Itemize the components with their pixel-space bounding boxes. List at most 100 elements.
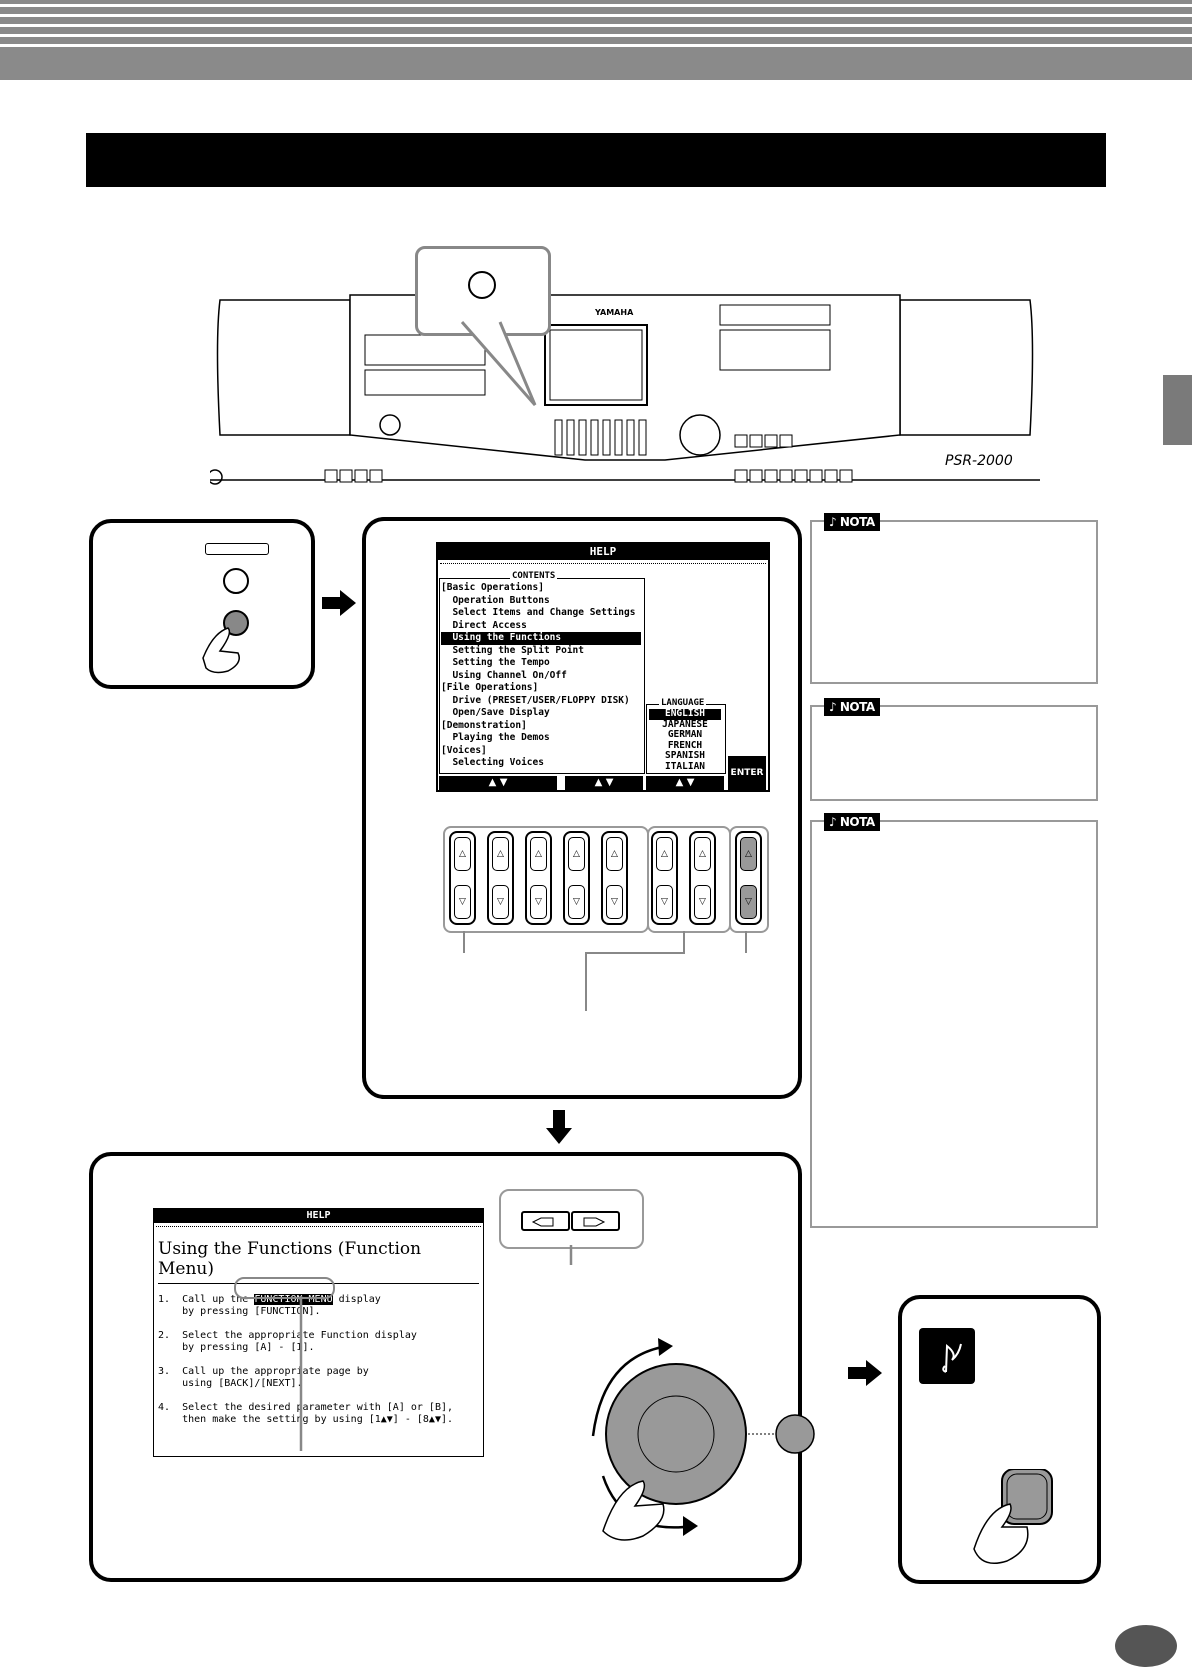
contents-panel: CONTENTS [Basic Operations] Operation Bu… (439, 571, 645, 774)
down-arrow-icon[interactable]: ▽ (492, 885, 509, 919)
contents-item[interactable]: [File Operations] (441, 682, 539, 693)
down-arrow-icon[interactable]: ▽ (530, 885, 547, 919)
enter-button[interactable]: ENTER (728, 756, 766, 790)
step3-box: HELP Using the Functions (Function Menu)… (89, 1152, 815, 1582)
up-arrow-icon[interactable]: △ (492, 837, 509, 871)
help-detail-screen: HELP Using the Functions (Function Menu)… (153, 1208, 484, 1457)
pressing-finger-icon-2 (973, 1503, 1029, 1564)
language-item[interactable]: JAPANESE (662, 718, 708, 730)
step4-box (898, 1295, 1101, 1584)
updown-button-8[interactable]: △▽ (735, 831, 762, 925)
next-button[interactable] (571, 1211, 620, 1231)
header-band (0, 0, 1192, 80)
language-item[interactable]: GERMAN (667, 729, 703, 741)
down-arrow-icon[interactable]: ▽ (454, 885, 471, 919)
button-group-8 (729, 826, 769, 933)
step-number: 2. (158, 1330, 171, 1341)
help-icon (919, 1328, 975, 1384)
contents-item[interactable]: Playing the Demos (441, 732, 550, 743)
button-icon[interactable] (223, 568, 249, 594)
help-screen: HELP CONTENTS [Basic Operations] Operati… (436, 542, 770, 792)
updown-button-3[interactable]: △▽ (525, 831, 552, 925)
exit-button (1001, 1469, 1053, 1525)
note-box-3: ♪ NOTA (810, 813, 1098, 1228)
updown-button-2[interactable]: △▽ (487, 831, 514, 925)
updown-button-4[interactable]: △▽ (563, 831, 590, 925)
up-arrow-icon[interactable]: △ (656, 837, 673, 871)
note-box-2: ♪ NOTA (810, 698, 1098, 801)
contents-item[interactable]: [Demonstration] (441, 719, 527, 731)
bottom-button-2[interactable]: ▲ ▼ (565, 776, 643, 790)
contents-item[interactable]: Using the Functions (441, 632, 641, 645)
step-text: then make the setting by using [1▲▼] - [… (182, 1413, 454, 1425)
contents-item[interactable]: Open/Save Display (441, 707, 550, 718)
back-next-group (499, 1189, 644, 1249)
updown-button-1[interactable]: △▽ (449, 831, 476, 925)
updown-button-5[interactable]: △▽ (601, 831, 628, 925)
down-arrow-icon[interactable]: ▽ (694, 885, 711, 919)
contents-item[interactable]: Using Channel On/Off (441, 669, 567, 681)
language-item[interactable]: ENGLISH (649, 708, 721, 720)
up-arrow-icon[interactable]: △ (740, 837, 757, 871)
down-arrow-icon[interactable]: ▽ (568, 885, 585, 919)
help-detail-heading: Using the Functions (Function Menu) (158, 1239, 422, 1279)
contents-item[interactable]: Select Items and Change Settings (441, 607, 636, 618)
model-logo: PSR-2000 (945, 453, 1013, 469)
right-arrow-icon (322, 590, 356, 616)
up-arrow-icon[interactable]: △ (568, 837, 585, 871)
callout-lines (463, 931, 747, 1011)
turning-finger-icon (602, 1480, 665, 1541)
down-arrow-icon[interactable]: ▽ (606, 885, 623, 919)
updown-button-6[interactable]: △▽ (651, 831, 678, 925)
pressed-button-icon[interactable] (223, 610, 249, 636)
down-arrow-icon[interactable]: ▽ (656, 885, 673, 919)
step-text: by pressing [FUNCTION]. (182, 1305, 321, 1317)
back-next-callout-line (569, 1245, 573, 1265)
contents-item[interactable]: Setting the Split Point (441, 644, 584, 656)
step-text: using [BACK]/[NEXT]. (182, 1377, 303, 1389)
language-item[interactable]: FRENCH (667, 739, 703, 751)
help-button-icon (468, 271, 496, 299)
enter-knob-button[interactable] (775, 1414, 815, 1454)
note-tag-3: ♪ NOTA (824, 813, 880, 831)
page-number-badge (1115, 1625, 1177, 1667)
step-text: Call up the appropriate page by (182, 1366, 369, 1377)
contents-item[interactable]: Selecting Voices (441, 757, 544, 768)
help-screen-title: HELP (438, 544, 768, 560)
panel-callout (415, 246, 551, 336)
up-arrow-icon[interactable]: △ (530, 837, 547, 871)
contents-item[interactable]: [Basic Operations] (441, 582, 544, 593)
contents-item[interactable]: Operation Buttons (441, 594, 550, 606)
help-step: 3. Call up the appropriate page by using… (158, 1366, 483, 1389)
updown-button-7[interactable]: △▽ (689, 831, 716, 925)
chapter-tab (1163, 375, 1192, 445)
data-dial-illustration (591, 1338, 815, 1541)
step-text: Call up the (182, 1294, 255, 1305)
step-text: Select the appropriate Function display (182, 1330, 417, 1341)
note-tag-2: ♪ NOTA (824, 698, 880, 716)
keyboard-panel-illustration: YAMAHA PSR-2000 (210, 294, 1040, 485)
bottom-button-1[interactable]: ▲ ▼ (439, 776, 557, 790)
function-menu-highlight (234, 1277, 335, 1299)
up-arrow-icon[interactable]: △ (606, 837, 623, 871)
language-item[interactable]: SPANISH (664, 750, 706, 762)
note-tag-1: ♪ NOTA (824, 513, 880, 531)
function-menu-highlight-text: FUNCTION MENU (254, 1294, 333, 1305)
step-number: 3. (158, 1366, 171, 1377)
help-step: 2. Select the appropriate Function displ… (158, 1330, 483, 1353)
up-arrow-icon[interactable]: △ (694, 837, 711, 871)
up-arrow-icon[interactable]: △ (454, 837, 471, 871)
contents-list: [Basic Operations] Operation Buttons Sel… (441, 582, 641, 770)
back-button[interactable] (521, 1211, 570, 1231)
contents-item[interactable]: Drive (PRESET/USER/FLOPPY DISK) (441, 694, 630, 706)
language-item[interactable]: ITALIAN (664, 760, 706, 772)
bottom-button-3[interactable]: ▲ ▼ (646, 776, 724, 790)
down-arrow-icon[interactable]: ▽ (740, 885, 757, 919)
help-step: 4. Select the desired parameter with [A]… (158, 1402, 483, 1425)
contents-item[interactable]: Setting the Tempo (441, 657, 550, 668)
exit-button-illustration (973, 1469, 1053, 1564)
contents-item[interactable]: [Voices] (441, 744, 487, 756)
contents-item[interactable]: Direct Access (441, 619, 527, 631)
help-step: 1. Call up the FUNCTION MENU display by … (158, 1294, 483, 1317)
